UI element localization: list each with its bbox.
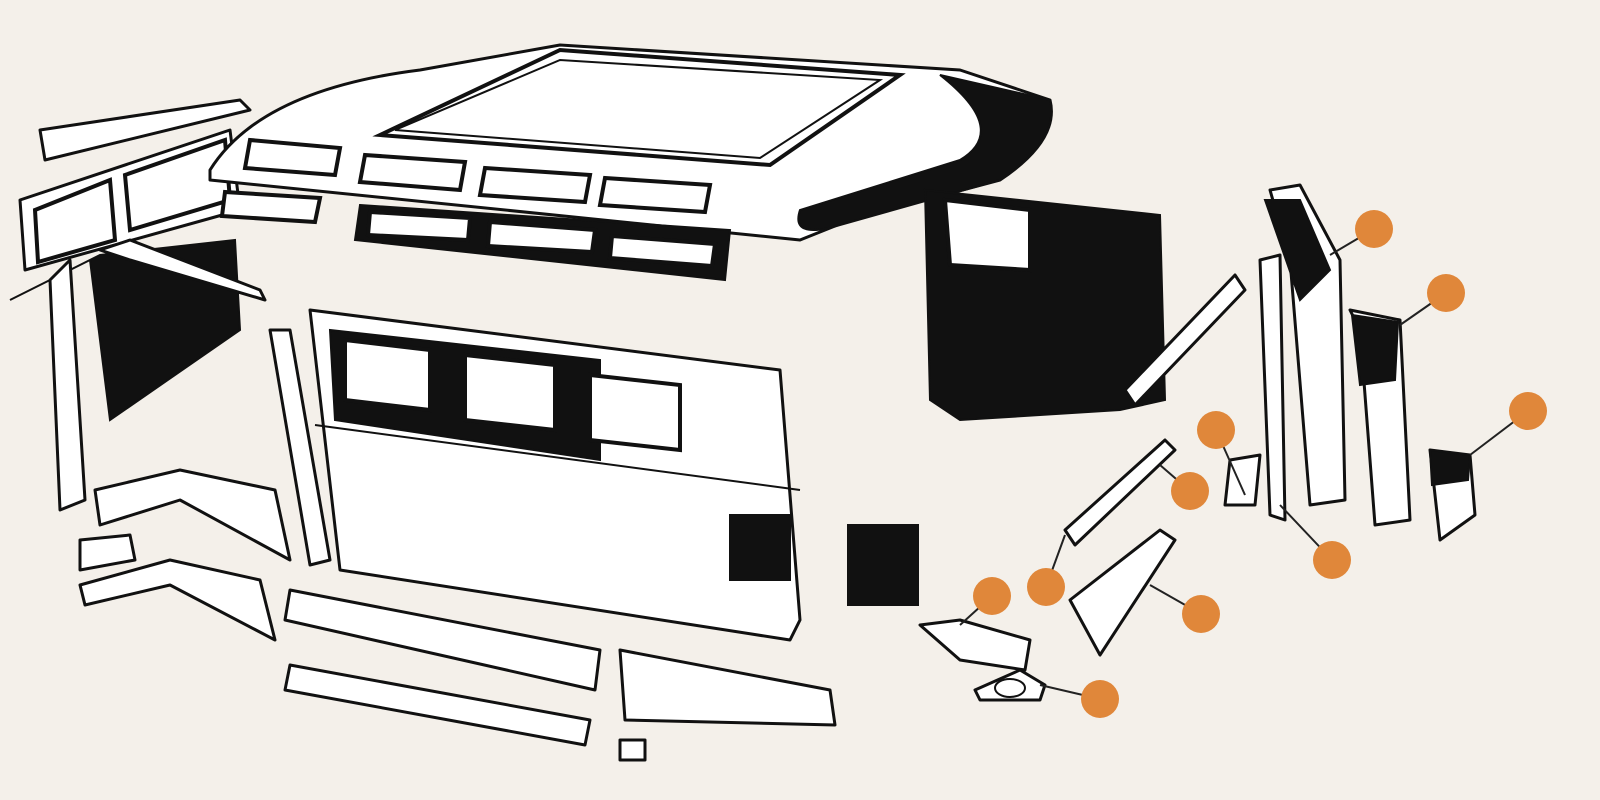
upper-window-strip <box>219 189 732 282</box>
hotspot-wheel-arch-front-section[interactable] <box>973 577 1011 615</box>
small-repair-panels <box>918 183 1477 702</box>
lower-sill-panels <box>78 468 837 762</box>
hotspot-corner-gusset[interactable] <box>1197 411 1235 449</box>
hotspot-inner-pillar-strip[interactable] <box>1171 472 1209 510</box>
roof-panel <box>208 43 1053 242</box>
hotspot-rear-pillar[interactable] <box>1313 541 1351 579</box>
hotspot-wheel-arch-inner[interactable] <box>1182 595 1220 633</box>
hotspot-jack-point[interactable] <box>1081 680 1119 718</box>
hotspot-rear-corner-panel[interactable] <box>1427 274 1465 312</box>
hotspots <box>973 210 1547 718</box>
rear-inner-panel <box>923 188 1247 422</box>
vent-louvres <box>729 514 919 606</box>
hotspot-door-pillar-strip[interactable] <box>1027 568 1065 606</box>
side-panel <box>268 308 919 642</box>
hotspot-rear-corner-lower[interactable] <box>1509 392 1547 430</box>
hotspot-rear-corner-upper[interactable] <box>1355 210 1393 248</box>
